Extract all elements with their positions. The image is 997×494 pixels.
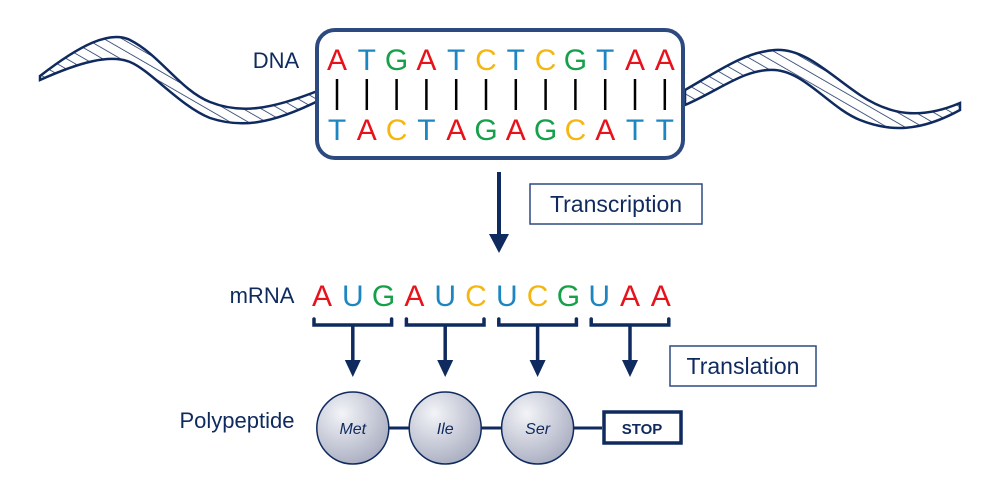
mrna-base: G	[372, 280, 395, 313]
dna-top-base: T	[507, 44, 525, 77]
codon-bracket	[312, 317, 394, 327]
dna-top-base: A	[625, 44, 645, 77]
dna-bottom-base: G	[534, 114, 557, 147]
stop-codon-box: STOP	[602, 410, 683, 445]
dna-top-base: G	[564, 44, 587, 77]
stop-label: STOP	[622, 421, 663, 438]
amino-acid-label: Ile	[437, 421, 454, 438]
mrna-base: A	[312, 280, 332, 313]
arrowhead-icon	[344, 360, 361, 377]
dna-bottom-base: A	[506, 114, 526, 147]
polypeptide-label: Polypeptide	[180, 408, 295, 433]
translation-box	[669, 345, 817, 387]
translation-label: Translation	[687, 353, 800, 379]
mrna-base: U	[434, 280, 456, 313]
dna-box	[315, 28, 685, 160]
dna-bottom-base: T	[626, 114, 644, 147]
amino-acid-circle	[316, 391, 390, 465]
mrna-base: G	[557, 280, 580, 313]
codon-bracket	[404, 317, 486, 327]
amino-acid-label: Met	[339, 421, 366, 438]
mrna-base: C	[527, 280, 549, 313]
codon-bracket	[497, 317, 579, 327]
amino-acid-circle	[408, 391, 482, 465]
arrowhead-icon	[622, 360, 638, 377]
arrowhead-icon	[437, 360, 454, 377]
mrna-label: mRNA	[230, 283, 295, 308]
dna-top-base: A	[327, 44, 347, 77]
dna-bottom-base: A	[595, 114, 615, 147]
dna-top-base: T	[596, 44, 614, 77]
mrna-base: A	[620, 280, 640, 313]
dna-bottom-base: T	[656, 114, 674, 147]
amino-acid-circle	[500, 391, 575, 465]
dna-top-base: C	[475, 44, 497, 77]
dna-bottom-base: C	[386, 114, 408, 147]
dna-label: DNA	[253, 48, 300, 73]
dna-bottom-base: A	[357, 114, 377, 147]
codon-bracket	[589, 317, 671, 327]
dna-top-base: T	[358, 44, 376, 77]
transcription-label: Transcription	[550, 191, 682, 217]
mrna-base: U	[342, 280, 364, 313]
dna-bottom-base: T	[417, 114, 435, 147]
dna-bottom-base: C	[565, 114, 587, 147]
dna-bottom-base: G	[474, 114, 497, 147]
amino-acid-chain: Met Ile Ser	[316, 391, 575, 465]
transcription-arrow-icon	[489, 172, 509, 253]
codon-brackets	[312, 317, 671, 377]
dna-base-pairs	[335, 79, 667, 110]
dna-top-base: G	[385, 44, 408, 77]
mrna-base: A	[404, 280, 424, 313]
transcription-box	[529, 183, 703, 225]
mrna-base: U	[588, 280, 610, 313]
mrna-base: C	[465, 280, 487, 313]
dna-top-base: A	[416, 44, 436, 77]
dna-top-base: A	[655, 44, 675, 77]
dna-top-base: C	[535, 44, 557, 77]
arrowhead-icon	[529, 360, 546, 377]
dna-top-base: T	[447, 44, 465, 77]
mrna-base: A	[651, 280, 671, 313]
dna-bottom-base: A	[446, 114, 466, 147]
amino-acid-label: Ser	[525, 421, 551, 438]
right-helix-icon	[683, 48, 962, 130]
mrna-base: U	[496, 280, 518, 313]
dna-bottom-base: T	[328, 114, 346, 147]
